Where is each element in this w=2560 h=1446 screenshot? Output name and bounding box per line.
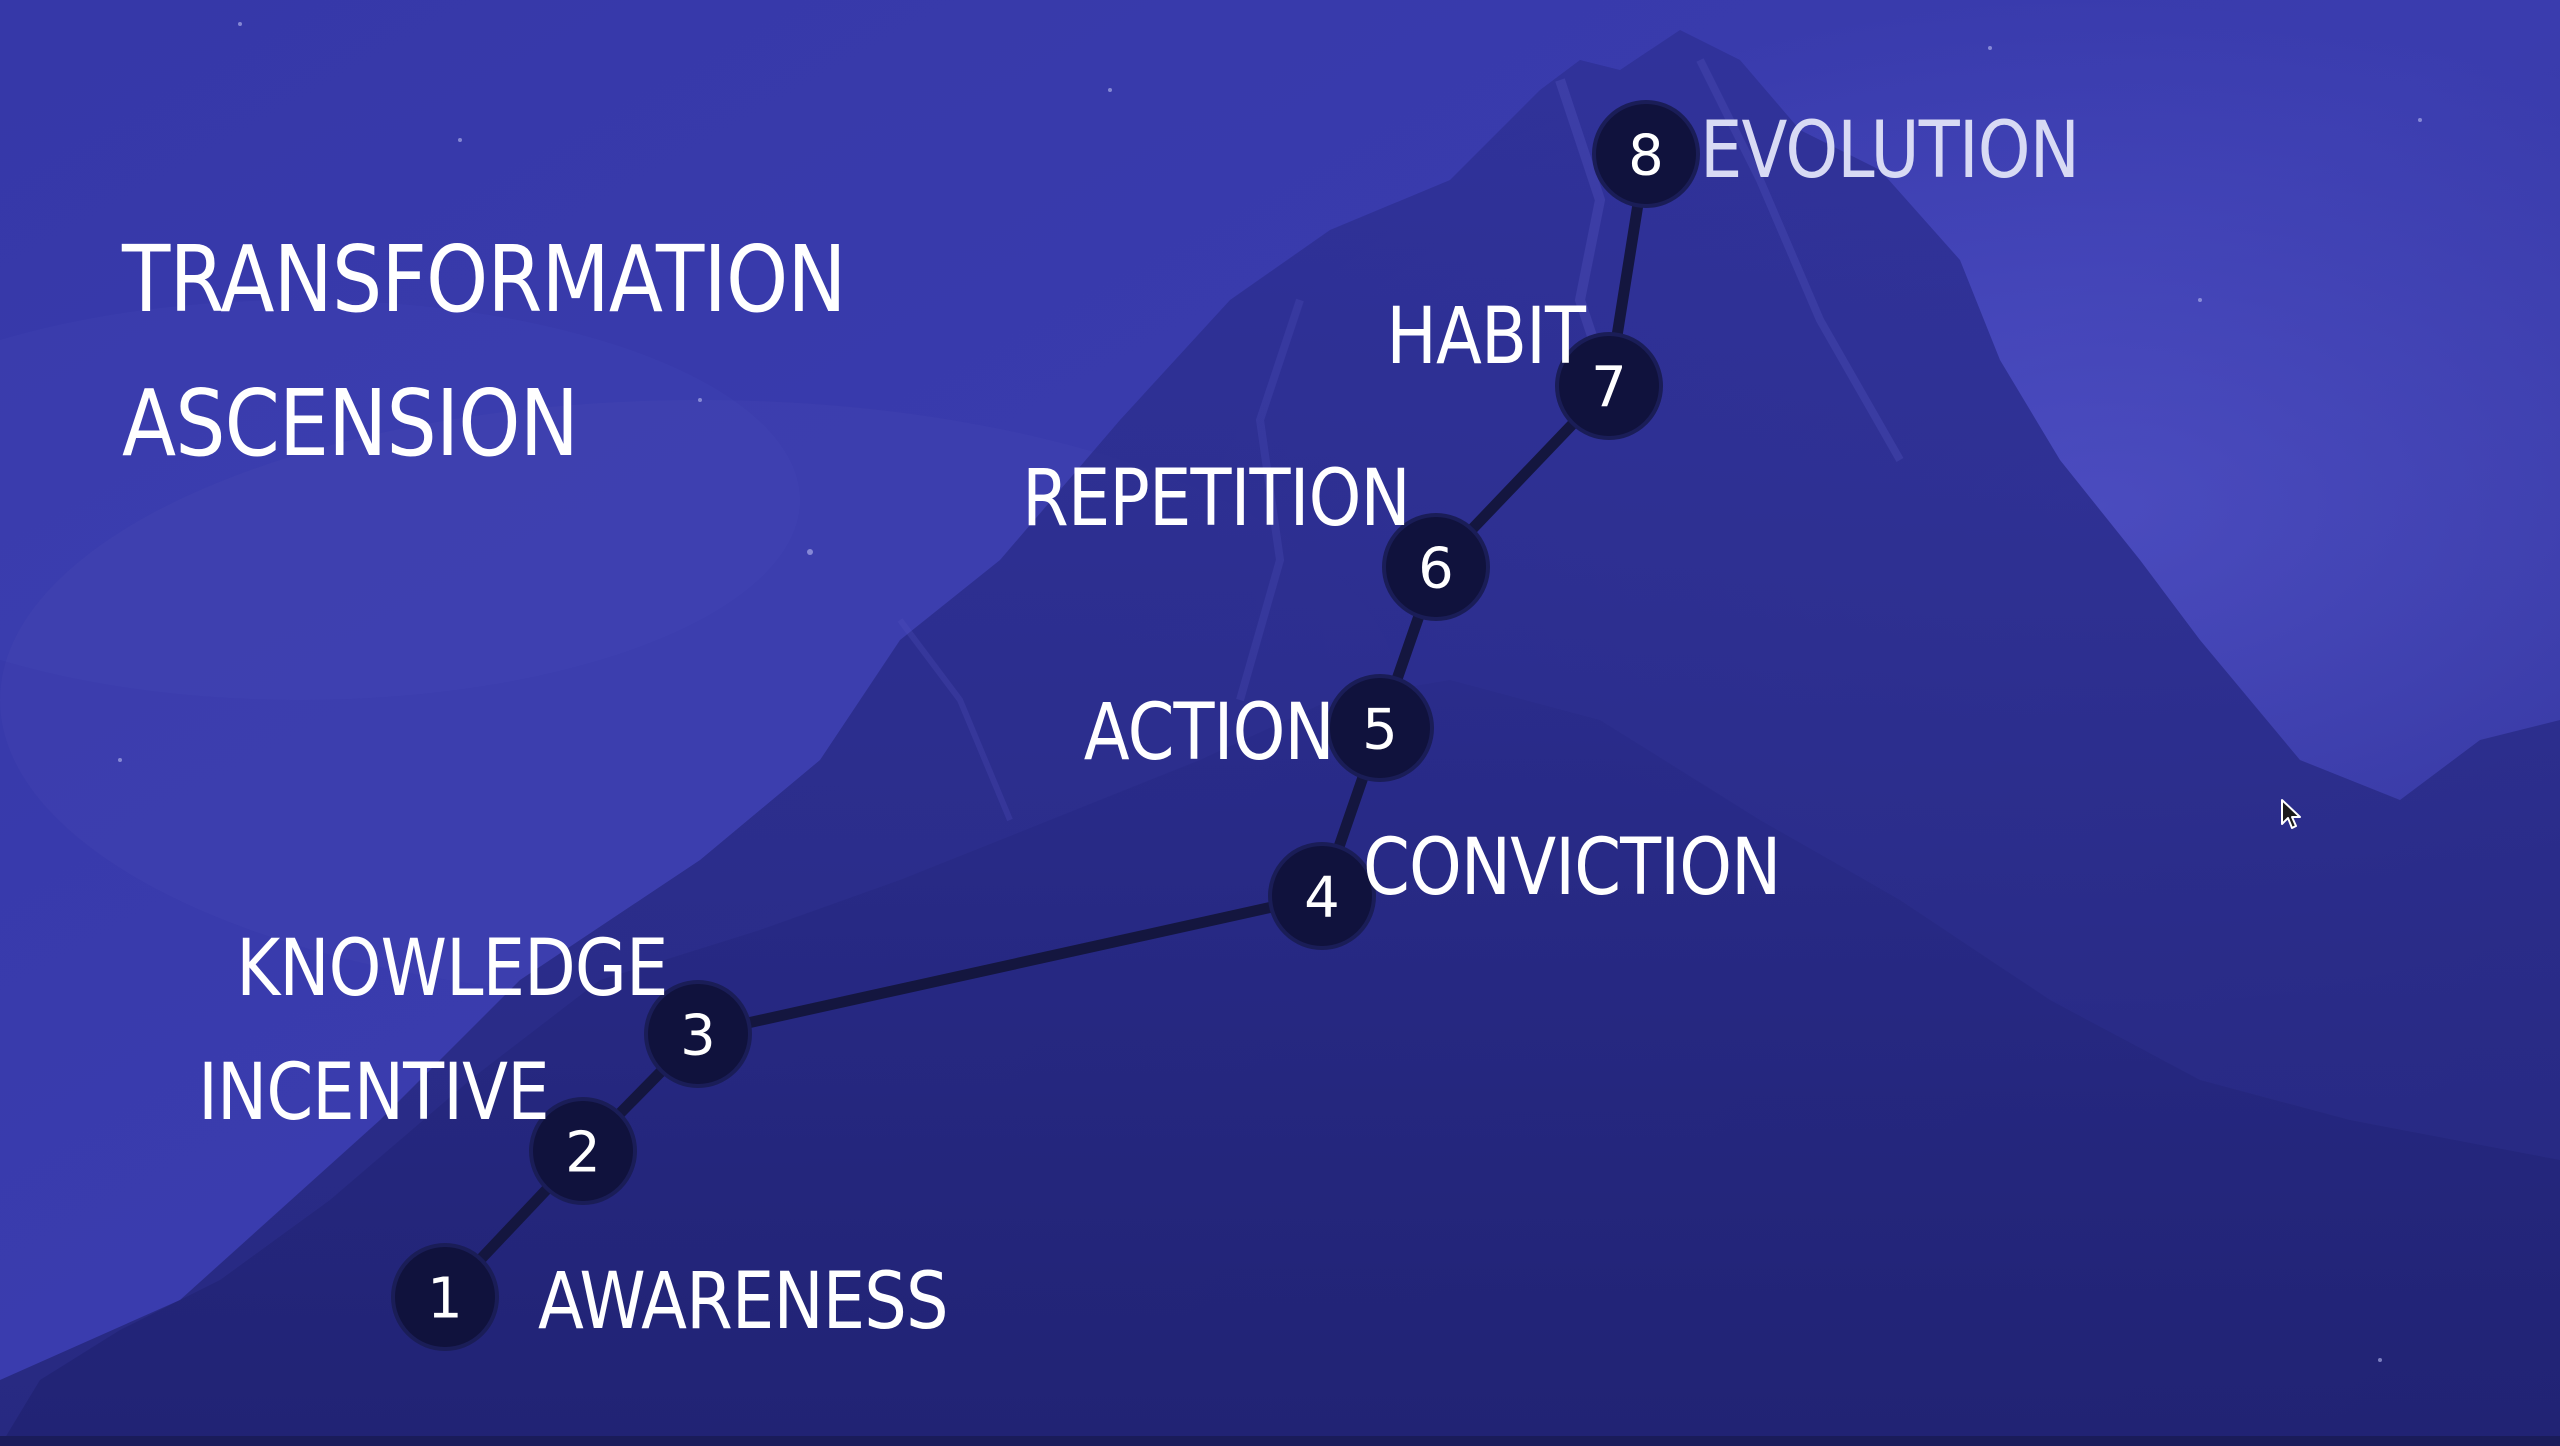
step-label-evolution: EVOLUTION [1700, 106, 2080, 196]
step-number: 1 [427, 1267, 463, 1332]
step-number: 8 [1628, 124, 1664, 189]
step-number: 5 [1362, 698, 1398, 763]
step-node-7: 7 [1555, 332, 1663, 440]
step-label-action: ACTION [1083, 688, 1335, 778]
slide-title-line-2: ASCENSION [122, 370, 579, 477]
step-number: 3 [680, 1004, 716, 1069]
step-label-knowledge: KNOWLEDGE [236, 924, 669, 1014]
step-node-4: 4 [1268, 842, 1376, 950]
step-node-1: 1 [391, 1243, 499, 1351]
step-node-2: 2 [529, 1097, 637, 1205]
step-node-3: 3 [644, 980, 752, 1088]
step-number: 7 [1591, 356, 1627, 421]
step-label-incentive: INCENTIVE [198, 1048, 550, 1138]
step-number: 4 [1304, 866, 1340, 931]
step-label-awareness: AWARENESS [538, 1257, 949, 1347]
step-number: 2 [565, 1121, 601, 1186]
step-node-5: 5 [1326, 674, 1434, 782]
step-label-repetition: REPETITION [1022, 454, 1411, 544]
step-node-6: 6 [1382, 513, 1490, 621]
mouse-pointer-icon [2281, 799, 2301, 829]
step-node-8: 8 [1592, 100, 1700, 208]
slide-title-line-1: TRANSFORMATION [122, 226, 847, 333]
step-label-habit: HABIT [1386, 292, 1586, 382]
step-number: 6 [1418, 537, 1454, 602]
step-label-conviction: CONVICTION [1363, 823, 1781, 913]
